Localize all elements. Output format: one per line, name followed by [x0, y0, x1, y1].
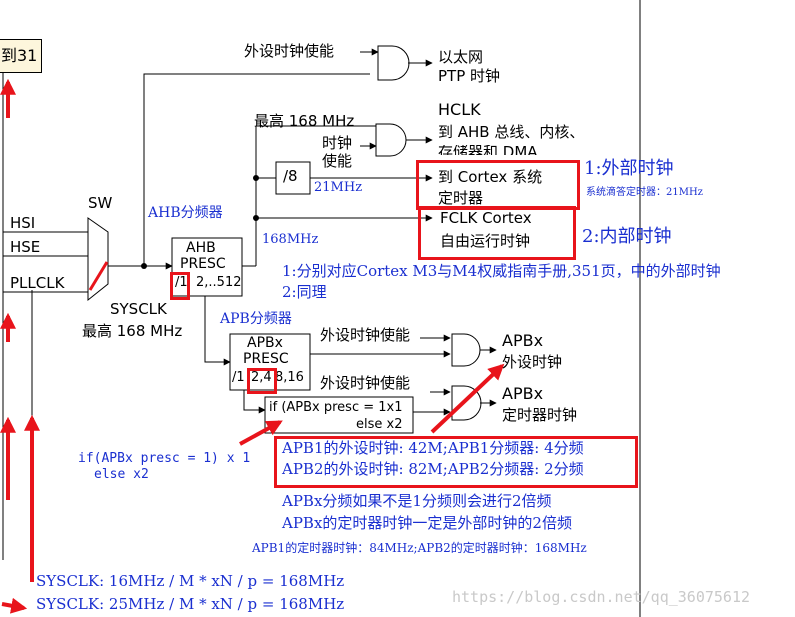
apbx-periph-desc: 外设时钟 — [502, 353, 563, 371]
pllclk-label: PLLCLK — [10, 274, 65, 292]
ahb-to-apb-line — [204, 296, 231, 366]
apb-div-a: /1 — [232, 370, 245, 385]
hse-label: HSE — [10, 238, 41, 256]
clk-enable-label-1: 时钟 — [322, 134, 353, 152]
ext-clock-note: 1:外部时钟 — [584, 158, 674, 179]
sysclk-16-formula: SYSCLK: 16MHz / M * xN / p = 168MHz — [36, 572, 345, 590]
ahb-div-1: /1 — [175, 275, 188, 290]
int-clock-note: 2:内部时钟 — [582, 226, 672, 247]
eth-enable-label: 外设时钟使能 — [244, 42, 335, 60]
systick-note: 系统滴答定时器：21MHz — [586, 187, 703, 198]
eth-label-1: 以太网 — [438, 48, 484, 66]
if-box-line-1: if (APBx presc = 1x1 — [269, 400, 403, 415]
hsi-label: HSI — [10, 214, 36, 232]
apb-div-c: 8,16 — [275, 370, 304, 385]
ahb-divider-label: AHB分频器 — [148, 205, 223, 221]
red-arrow-bottom — [1, 597, 28, 614]
apb-presc-box — [229, 333, 311, 391]
div8-label: /8 — [283, 167, 298, 185]
sw-label: SW — [88, 194, 113, 212]
hclk-label: HCLK — [438, 100, 481, 119]
cutoff-label-box: 到31 — [0, 39, 42, 73]
sw-mux — [87, 217, 109, 302]
cortex-manual-note: 1:分别对应Cortex M3与M4权威指南手册,351页，中的外部时钟 — [282, 262, 721, 280]
apb-box-line-2: PRESC — [243, 351, 289, 367]
apb-box-line-1: APBx — [247, 335, 283, 351]
highlight-apb-lines — [274, 436, 638, 488]
hclk-desc-2: 存储器和 DMA — [438, 145, 538, 155]
apbx-double-note-2: APBx的定时器时钟一定是外部时钟的2倍频 — [282, 514, 572, 532]
max168-label: 最高 168 MHz — [254, 112, 355, 130]
fclk-label-2: 自由运行时钟 — [440, 232, 531, 250]
apb1-note: APB1的外设时钟: 42M;APB1分频器: 4分频 — [282, 439, 584, 457]
hclk-and-gate — [375, 123, 407, 157]
cortex-label-1: 到 Cortex 系统 — [438, 168, 543, 186]
sysclk-max-label: 最高 168 MHz — [82, 322, 183, 340]
if-note-2: else x2 — [94, 467, 149, 482]
hclk-desc-1: 到 AHB 总线、内核、 — [438, 123, 585, 141]
apbx-timer-label: APBx — [502, 384, 544, 403]
apb-div-b: 2,4 — [251, 370, 272, 385]
cortex-label-2: 定时器 — [438, 189, 484, 207]
same-note: 2:同理 — [282, 283, 327, 301]
apb-to-if-line — [243, 390, 266, 414]
mhz21-label: 21MHz — [314, 180, 363, 195]
apb-periph-enable-label: 外设时钟使能 — [320, 326, 411, 344]
mhz168-label: 168MHz — [262, 232, 319, 247]
eth-and-gate — [377, 45, 410, 81]
highlight-div-1 — [170, 272, 190, 300]
ahb-box-line-1: AHB — [186, 240, 216, 256]
highlight-fclk — [418, 206, 576, 260]
red-arrow-apbx — [430, 363, 505, 434]
apb-divider-label: APB分频器 — [220, 311, 292, 327]
cutoff-label: 到31 — [1, 46, 38, 65]
ahb-box-line-2: PRESC — [180, 256, 226, 272]
watermark: https://blog.csdn.net/qq_36075612 — [452, 588, 751, 606]
eth-label-2: PTP 时钟 — [438, 67, 501, 85]
apbx-periph-label: APBx — [502, 331, 544, 350]
sysclk-25-formula: SYSCLK: 25MHz / M * xN / p = 168MHz — [36, 595, 345, 613]
eth-feed-line — [143, 73, 370, 266]
div8-box — [275, 161, 311, 195]
sw-red-mark — [88, 261, 109, 291]
ahb-presc-box — [171, 237, 243, 297]
if-note-1: if(APBx presc = 1) x 1 — [78, 451, 251, 466]
clk-enable-label-2: 使能 — [322, 152, 353, 170]
if-box — [264, 396, 414, 434]
if-box-line-2: else x2 — [356, 417, 403, 432]
apb-periph-and-gate — [451, 333, 481, 367]
apbx-double-note-1: APBx分频如果不是1分频则会进行2倍频 — [282, 492, 552, 510]
highlight-cortex — [416, 160, 580, 210]
apb2-note: APB2的外设时钟: 82M;APB2分频器: 2分频 — [282, 460, 584, 478]
apb-timer-enable-label: 外设时钟使能 — [320, 374, 411, 392]
apbx-timer-desc: 定时器时钟 — [502, 406, 578, 424]
ahb-div-rest: 2,..512 — [196, 275, 242, 290]
fclk-label-1: FCLK Cortex — [440, 209, 532, 227]
highlight-div-2-4 — [247, 368, 277, 394]
red-arrow-if — [239, 420, 283, 446]
timer-clock-note: APB1的定时器时钟：84MHz;APB2的定时器时钟：168MHz — [252, 541, 587, 555]
sysclk-label: SYSCLK — [110, 300, 167, 318]
